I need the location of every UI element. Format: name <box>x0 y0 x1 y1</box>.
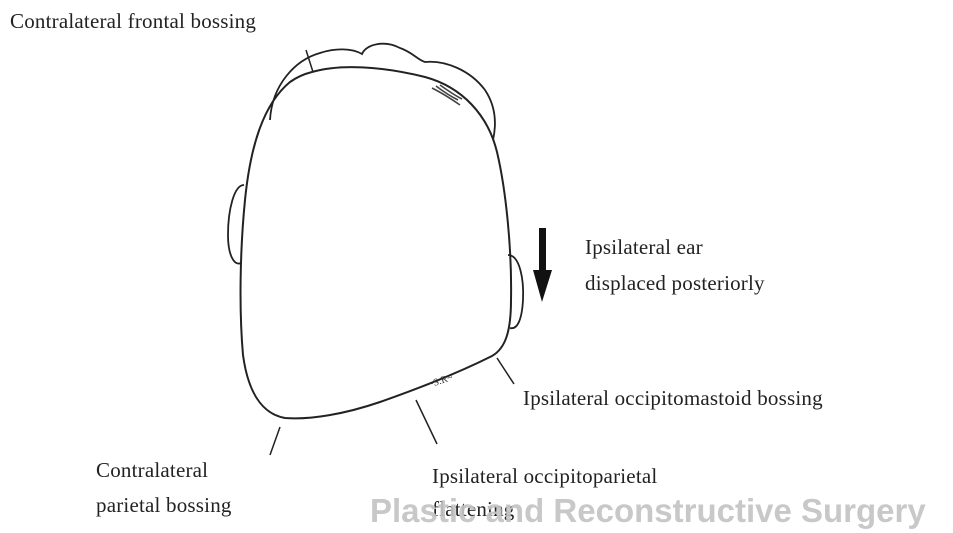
leader-frontal <box>306 50 313 72</box>
leader-parietal <box>270 427 280 455</box>
hair-shading <box>432 85 462 105</box>
label-ipsilateral-ear-line2: displaced posteriorly <box>585 270 765 297</box>
label-contralateral-frontal-bossing: Contralateral frontal bossing <box>10 8 256 35</box>
label-ipsilateral-occipitomastoid-bossing: Ipsilateral occipitomastoid bossing <box>523 385 823 412</box>
label-contralateral-parietal-line2: parietal bossing <box>96 492 232 519</box>
arrow-down-icon <box>533 228 552 302</box>
head-outline <box>241 67 512 418</box>
head-marking: ~S.R~ <box>427 372 455 391</box>
hair-outline <box>270 44 495 140</box>
label-contralateral-parietal-line1: Contralateral <box>96 457 208 484</box>
leader-occipitoparietal <box>416 400 437 444</box>
label-ipsilateral-occipitoparietal-line1: Ipsilateral occipitoparietal <box>432 463 657 490</box>
label-ipsilateral-ear-line1: Ipsilateral ear <box>585 234 703 261</box>
watermark: Plastic and Reconstructive Surgery <box>370 492 926 530</box>
leader-occipitomastoid <box>497 358 514 384</box>
